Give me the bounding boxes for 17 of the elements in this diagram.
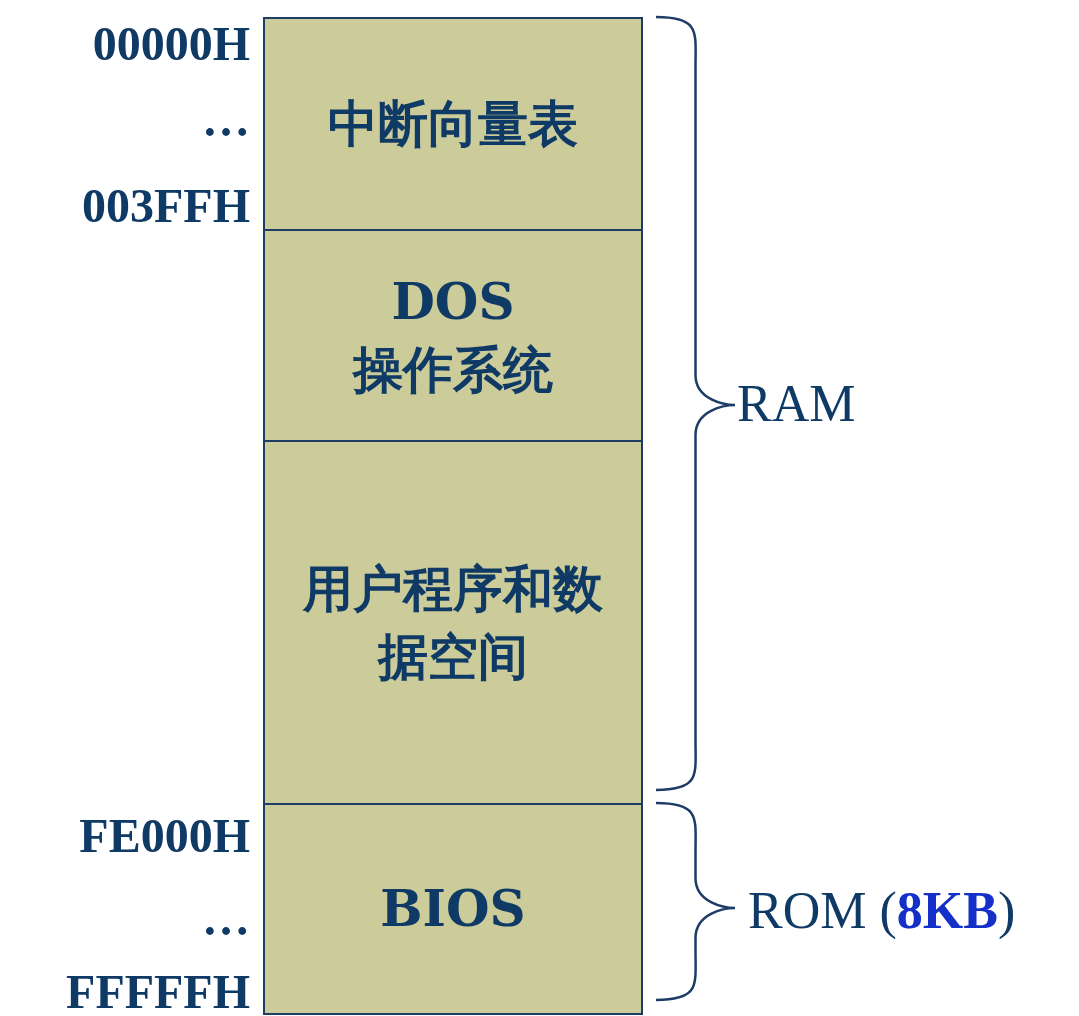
region-label: RAM <box>737 378 856 430</box>
block-label: 操作系统 <box>353 338 553 401</box>
block-label: DOS <box>391 271 515 333</box>
block-label: 中断向量表 <box>328 93 578 156</box>
region-label: ROM (8KB) <box>748 885 1016 937</box>
memory-block <box>263 440 643 805</box>
address-label: 00000H <box>92 20 250 68</box>
address-label: 003FFH <box>82 182 250 230</box>
block-label: BIOS <box>380 878 526 941</box>
memory-block <box>263 229 643 442</box>
block-label: 用户程序和数据空间 <box>303 558 603 688</box>
address-label: FE000H <box>79 812 250 860</box>
ellipsis: … <box>202 895 250 943</box>
memory-block <box>263 17 643 231</box>
ellipsis: … <box>202 96 250 144</box>
address-label: FFFFFH <box>66 968 250 1016</box>
memory-block <box>263 803 643 1015</box>
